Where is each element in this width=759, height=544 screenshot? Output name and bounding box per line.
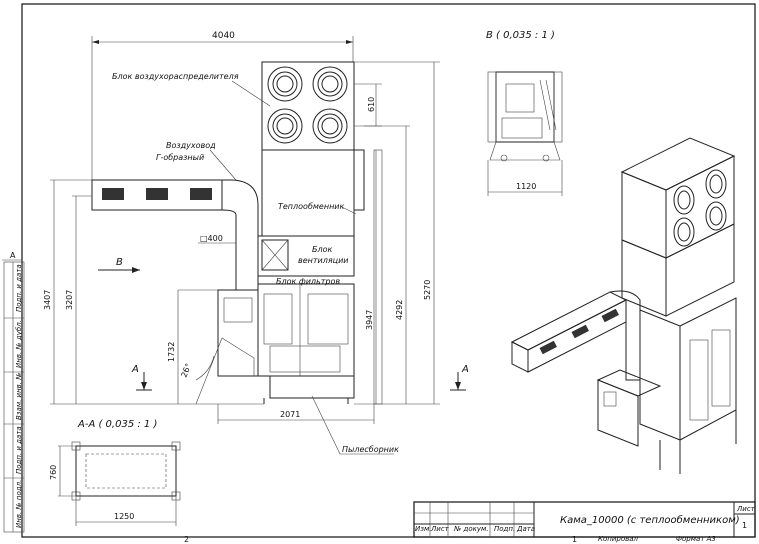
stamp-cell-1: Подп. и дата	[15, 264, 23, 312]
duct-grille-1	[102, 188, 124, 200]
col-list: Лист	[430, 525, 450, 533]
stamp-cell-5: Инв. № подл.	[15, 480, 23, 528]
duct-grille-3	[190, 188, 212, 200]
bottom-marker-mid: 1	[572, 535, 577, 544]
dim-4040: 4040	[212, 31, 235, 41]
front-view: 4040 Блок воздухораспределителя 610 Тепл…	[43, 31, 469, 455]
diffuser-2	[312, 66, 348, 102]
drawing-frame	[21, 3, 756, 538]
side-stamp: Подп. и дата Инв. № дубл. Взам. инв. № П…	[3, 261, 25, 533]
view-b: В ( 0,035 : 1 ) 1120	[486, 30, 563, 196]
dim-4292: 4292	[395, 300, 404, 320]
sheet-label: Лист	[736, 505, 756, 513]
stamp-cell-3: Взам. инв. №	[15, 372, 23, 420]
corner-letter: А	[10, 251, 16, 260]
dim-angle: 26°	[180, 362, 194, 379]
col-izm: Изм.	[415, 525, 431, 533]
dim-3947: 3947	[365, 310, 374, 330]
dim-3207: 3207	[65, 290, 74, 310]
label-filter-block: Блок фильтров	[276, 277, 340, 286]
section-aa: А-А ( 0,035 : 1 ) 760 1250	[49, 419, 181, 526]
arrow-a-left-label: А	[131, 364, 139, 375]
section-aa-title: А-А ( 0,035 : 1 )	[77, 419, 157, 430]
drawing-title: Кама_10000 (с теплообменником)	[560, 514, 740, 526]
dim-1732: 1732	[167, 342, 176, 362]
heat-exchanger-block	[261, 149, 355, 237]
copied-label: Копировал	[598, 535, 639, 543]
stamp-cell-2: Инв. № дубл.	[15, 320, 23, 368]
duct-grille-2	[146, 188, 168, 200]
dim-1120: 1120	[516, 182, 536, 191]
title-block: Изм. Лист № докум. Подп. Дата Кама_10000…	[184, 501, 756, 544]
view-b-title: В ( 0,035 : 1 )	[486, 30, 555, 41]
diffuser-1	[267, 66, 303, 102]
dim-1250: 1250	[114, 512, 134, 521]
label-duct-line1: Воздуховод	[166, 141, 216, 150]
stamp-cell-4: Подп. и дата	[15, 426, 23, 474]
diffuser-3	[267, 108, 303, 144]
label-heat-exchanger: Теплообменник	[278, 202, 344, 211]
fan-block	[257, 235, 355, 277]
col-doc: № докум.	[453, 525, 489, 533]
filter-block	[257, 283, 355, 377]
label-duct-line2: Г-образный	[156, 153, 204, 162]
label-fan-line2: вентиляции	[298, 256, 349, 265]
dust-collector	[269, 375, 355, 399]
format-label: Формат А3	[676, 535, 716, 543]
arrow-a-right-label: А	[461, 364, 469, 375]
dim-5270: 5270	[423, 280, 432, 300]
duct-horizontal	[91, 179, 223, 211]
diffuser-4	[312, 108, 348, 144]
iso-diffusers	[673, 169, 727, 247]
bottom-marker-left: 2	[184, 535, 189, 544]
dim-400: □400	[200, 234, 223, 243]
isometric-view	[510, 137, 737, 474]
duct-elbow	[221, 179, 259, 291]
sheet-number: 1	[742, 521, 747, 530]
dim-610: 610	[367, 97, 376, 112]
label-fan-line1: Блок	[312, 245, 332, 254]
inlet-box	[217, 289, 259, 377]
label-air-distributor: Блок воздухораспределителя	[112, 72, 239, 81]
air-distributor-block	[261, 61, 355, 151]
col-date: Дата	[516, 525, 535, 533]
dim-3407: 3407	[43, 290, 52, 310]
dim-2071: 2071	[280, 410, 300, 419]
arrow-b-label: В	[116, 257, 123, 268]
dim-760: 760	[49, 465, 58, 480]
section-aa-outline	[75, 445, 177, 497]
label-dust-collector: Пылесборник	[342, 445, 399, 454]
col-sign: Подп.	[494, 525, 515, 533]
